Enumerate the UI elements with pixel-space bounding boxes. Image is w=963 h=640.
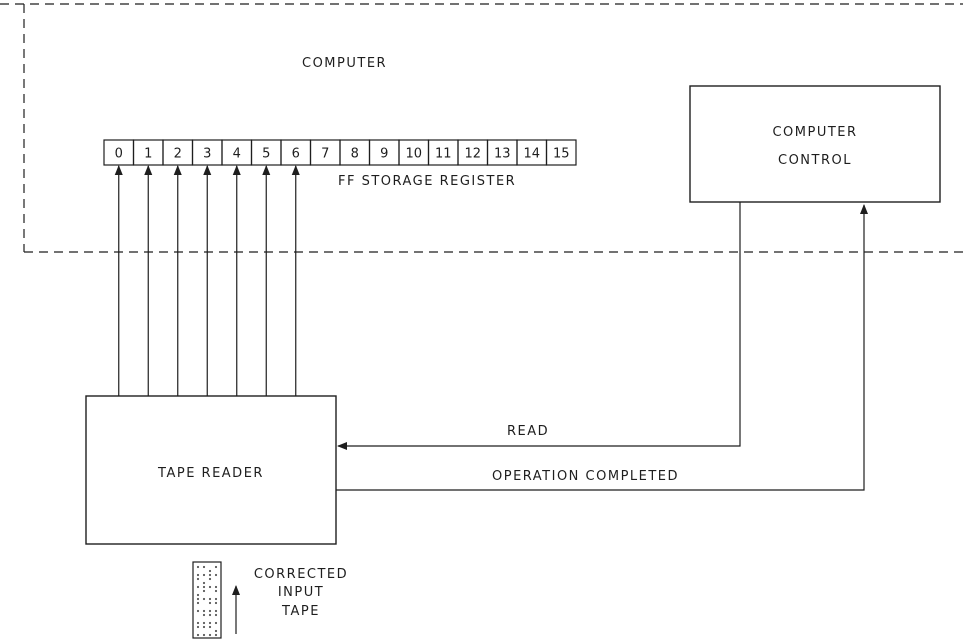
tape-hole (196, 621, 200, 625)
tape-label-3: TAPE (282, 604, 320, 619)
tape-hole (214, 585, 218, 589)
register-cell-label: 7 (321, 147, 329, 162)
tape-hole (196, 573, 200, 577)
tape-hole (202, 597, 206, 601)
computer-label: COMPUTER (302, 56, 388, 71)
register-cell-label: 11 (435, 147, 452, 162)
operation-completed-line (336, 204, 868, 491)
tape-hole (202, 621, 206, 625)
tape-hole (196, 597, 200, 601)
tape-label-2: INPUT (277, 585, 325, 600)
tape-hole (196, 593, 200, 597)
tape-hole (202, 609, 206, 613)
tape-hole (214, 601, 218, 605)
register-cell-label: 4 (233, 147, 241, 162)
tape-reader-box (85, 395, 337, 545)
tape-hole (202, 625, 206, 629)
tape-hole (214, 621, 218, 625)
register-cell-label: 13 (494, 147, 511, 162)
tape-hole (202, 565, 206, 569)
bit-transfer-arrows (114, 165, 300, 396)
tape-hole (208, 601, 212, 605)
tape-hole (196, 585, 200, 589)
tape-hole (196, 601, 200, 605)
register-cell (545, 139, 577, 166)
register-cell-label: 0 (115, 147, 123, 162)
tape-hole (208, 613, 212, 617)
register-cell-label: 15 (553, 147, 570, 162)
tape-hole (214, 589, 218, 593)
tape-hole (202, 573, 206, 577)
computer-control-label-1: COMPUTER (772, 125, 858, 140)
tape-hole (208, 633, 212, 637)
tape-hole (196, 609, 200, 613)
computer-control-box (689, 85, 941, 203)
tape-hole (214, 633, 218, 637)
register-cell-label: 8 (351, 147, 359, 162)
computer-control-label-2: CONTROL (778, 153, 852, 168)
tape-reader-label: TAPE READER (158, 466, 264, 481)
tape-hole (208, 585, 212, 589)
tape-hole (196, 625, 200, 629)
read-signal-line (337, 202, 741, 450)
tape-hole (202, 589, 206, 593)
register-cell-label: 2 (174, 147, 182, 162)
tape-hole (202, 633, 206, 637)
tape-hole (202, 581, 206, 585)
tape-hole (202, 613, 206, 617)
register-cell-label: 14 (523, 147, 540, 162)
tape-hole (214, 613, 218, 617)
tape-hole (208, 573, 212, 577)
tape-hole (214, 565, 218, 569)
tape-hole (196, 633, 200, 637)
read-signal-label: READ (507, 424, 550, 439)
tape-hole (202, 585, 206, 589)
tape-hole (214, 573, 218, 577)
tape-hole (214, 609, 218, 613)
register-cell-label: 6 (292, 147, 300, 162)
tape-hole (208, 625, 212, 629)
register-cell-label: 3 (203, 147, 211, 162)
tape-hole (208, 621, 212, 625)
register-cell-label: 1 (144, 147, 152, 162)
tape-hole (196, 565, 200, 569)
tape-hole (208, 597, 212, 601)
register-cell-label: 9 (380, 147, 388, 162)
tape-label-1: CORRECTED (253, 567, 349, 582)
tape-hole (214, 629, 218, 633)
tape-hole (196, 577, 200, 581)
tape-hole (208, 577, 212, 581)
punched-tape-icon (192, 561, 222, 639)
tape-hole (208, 569, 212, 573)
register-cell-label: 5 (262, 147, 270, 162)
computer-boundary (0, 3, 963, 253)
register-cell-label: 10 (405, 147, 422, 162)
tape-hole (214, 597, 218, 601)
tape-hole (208, 609, 212, 613)
operation-completed-label: OPERATION COMPLETED (492, 469, 680, 484)
register-cell-label: 12 (464, 147, 481, 162)
register-label: FF STORAGE REGISTER (338, 174, 517, 189)
